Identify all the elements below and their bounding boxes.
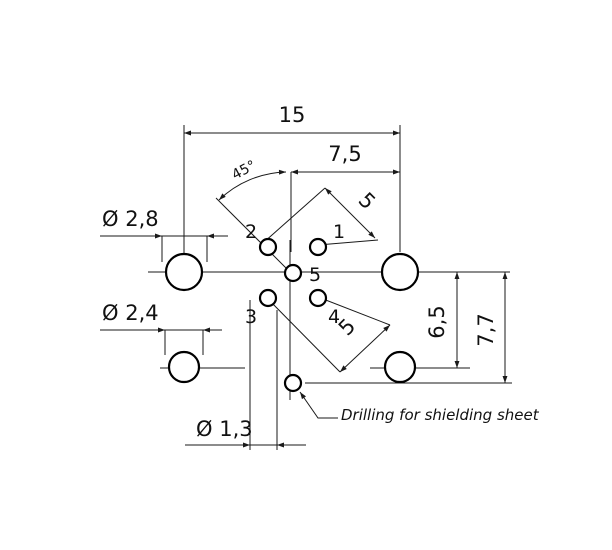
pin-label-3: 3 xyxy=(245,306,257,328)
pin-labels: 1 2 3 4 5 xyxy=(245,221,345,328)
dimension-overall-width-label: 15 xyxy=(279,103,306,127)
mounting-holes xyxy=(164,252,420,384)
dimension-angle-label: 45° xyxy=(229,158,258,184)
pin-label-2: 2 xyxy=(245,221,257,243)
pin-label-4: 4 xyxy=(328,306,340,328)
dimension-half-width-label: 7,5 xyxy=(328,142,361,166)
mounting-hole-bottom-right xyxy=(383,350,417,384)
dimension-height-inner-label: 6,5 xyxy=(425,305,449,338)
diameter-small-hole: Ø 2,4 xyxy=(100,301,222,355)
dimension-half-width: 7,5 xyxy=(291,142,400,175)
shielding-note: Drilling for shielding sheet xyxy=(299,391,540,424)
pin-label-5: 5 xyxy=(309,264,321,286)
pin-hole-1 xyxy=(308,237,328,257)
pin-hole-4 xyxy=(308,288,328,308)
pin-hole-3 xyxy=(258,288,278,308)
pin-diagonal-frame xyxy=(262,187,391,373)
pin-label-1: 1 xyxy=(333,221,345,243)
diameter-large-hole: Ø 2,8 xyxy=(100,207,228,262)
diameter-large-hole-label: Ø 2,8 xyxy=(102,207,159,231)
dimension-height-inner: 6,5 xyxy=(425,272,460,368)
diameter-pin-hole: Ø 1,3 xyxy=(185,417,306,448)
diameter-pin-hole-label: Ø 1,3 xyxy=(196,417,253,441)
dimension-overall-width: 15 xyxy=(184,103,400,136)
shield-hole xyxy=(283,373,303,393)
mounting-hole-top-left xyxy=(164,252,204,292)
pin-holes xyxy=(258,237,328,393)
mounting-hole-bottom-left xyxy=(167,350,201,384)
pin-hole-5 xyxy=(283,263,303,283)
dimension-height-outer: 7,7 xyxy=(474,272,508,383)
mounting-hole-top-right xyxy=(380,252,420,292)
extension-lines xyxy=(183,125,512,450)
shielding-note-text: Drilling for shielding sheet xyxy=(341,406,540,424)
dimension-diagonal-top-label: 5 xyxy=(354,188,380,214)
diameter-small-hole-label: Ø 2,4 xyxy=(102,301,159,325)
dimension-angle: 45° xyxy=(215,158,291,273)
dimension-height-outer-label: 7,7 xyxy=(474,313,498,346)
pin-hole-2 xyxy=(258,237,278,257)
dimension-diagonal-bottom: 5 xyxy=(334,314,391,373)
